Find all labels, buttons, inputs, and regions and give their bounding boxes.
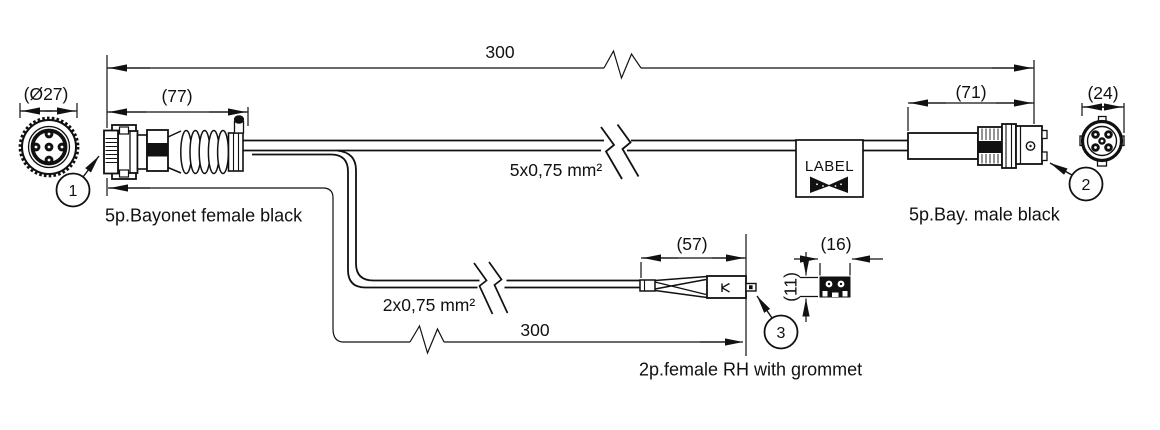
dim-branch-connector-length — [640, 234, 747, 356]
dim-branch-connector-height — [800, 252, 818, 322]
leader-arrow — [82, 155, 100, 178]
branch-connector-face-view: (16) (11) — [781, 234, 883, 322]
taper-transition — [654, 275, 708, 299]
cable-sleeve — [639, 279, 656, 292]
break-symbol-main-cable — [616, 123, 640, 177]
branch-cable-spec: 2x0,75 mm² — [383, 295, 476, 315]
right-connector-face-view: (24) — [1079, 83, 1125, 167]
boot-sleeve — [907, 132, 979, 160]
left-connector-face-view: (Ø27) — [18, 84, 80, 178]
balloon-1-number: 1 — [69, 183, 78, 200]
ribbon-icon — [810, 176, 848, 193]
branch-connector-label: 2p.female RH with grommet — [639, 360, 862, 380]
label-tag-text: LABEL — [805, 158, 854, 175]
dim-overall-length — [106, 49, 1035, 196]
leader-arrow — [1049, 162, 1073, 176]
label-tag: LABEL — [795, 139, 864, 198]
dim-left-dia-text: (Ø27) — [24, 84, 69, 104]
end-ring — [227, 132, 244, 172]
mating-face — [103, 129, 119, 175]
balloon-1: 1 — [55, 155, 100, 208]
dim-right-len-text: (71) — [955, 82, 986, 102]
right-connector-side-view — [907, 123, 1048, 169]
dim-branch-overall-length — [108, 184, 743, 355]
branch-connector-side-view — [639, 275, 757, 299]
dim-right-connector-dia — [1081, 103, 1125, 133]
dim-branch-h-text: (11) — [781, 272, 801, 302]
break-symbol-branch-cable — [473, 262, 494, 315]
branch-cable — [252, 149, 642, 315]
break-symbol-dim-bottom — [409, 324, 445, 355]
connector-housing — [706, 275, 747, 299]
dim-branch-len-text: (57) — [676, 234, 707, 254]
main-cable-spec: 5x0,75 mm² — [510, 160, 603, 180]
pin-pattern-5p — [31, 129, 67, 165]
dim-branch-w-text: (16) — [820, 234, 851, 254]
break-symbol-branch-cable — [488, 261, 509, 314]
balloon-3: 3 — [756, 295, 799, 350]
keying-mark — [721, 282, 730, 293]
balloon-2-number: 2 — [1082, 177, 1091, 194]
leader-arrow — [756, 295, 773, 319]
left-connector-label: 5p.Bayonet female black — [105, 206, 303, 226]
dim-overall-top-text: 300 — [485, 42, 514, 62]
dim-left-connector-dia — [19, 103, 78, 118]
dim-left-connector-length — [107, 107, 249, 126]
right-connector-label: 5p.Bay. male black — [909, 205, 1061, 225]
break-symbol-dim-top — [603, 49, 642, 80]
balloon-3-number: 3 — [777, 325, 786, 342]
dim-right-connector-length — [907, 99, 1034, 131]
left-connector-side-view — [103, 115, 245, 180]
balloon-2: 2 — [1049, 162, 1104, 202]
dim-left-len-text: (77) — [161, 86, 192, 106]
dim-branch-bottom-text: 300 — [520, 320, 549, 340]
dim-right-dia-text: (24) — [1087, 83, 1118, 103]
dim-branch-connector-width — [794, 255, 883, 276]
break-symbol-main-cable — [600, 126, 623, 180]
corrugated-boot — [180, 129, 230, 175]
